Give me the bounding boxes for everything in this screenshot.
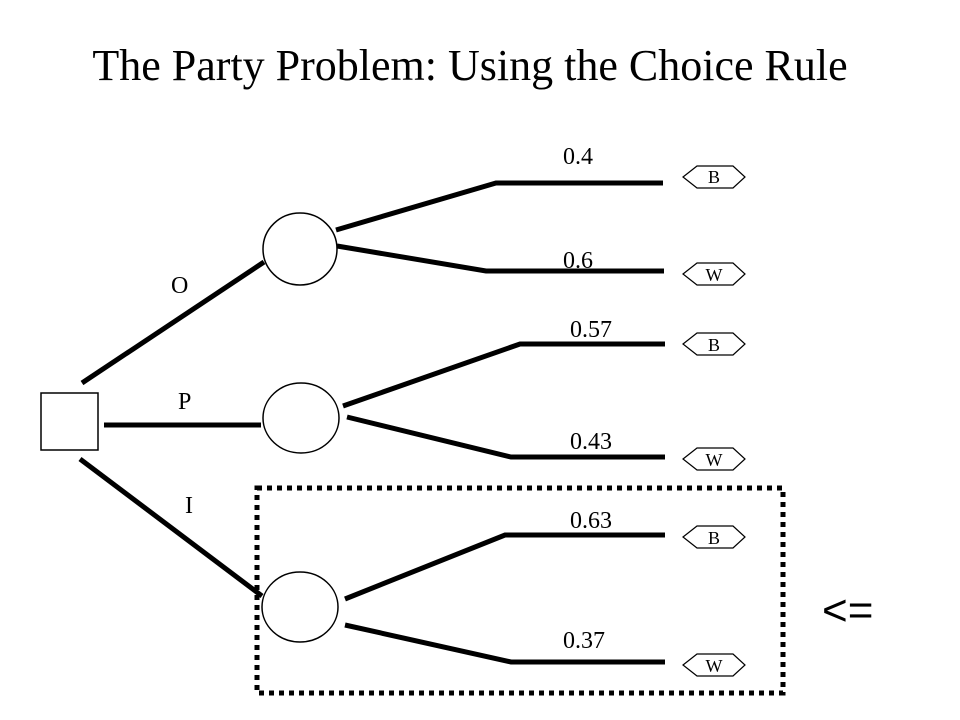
branch-o-w bbox=[336, 243, 664, 274]
slide-title: The Party Problem: Using the Choice Rule bbox=[92, 41, 847, 90]
leaf-p-w: W bbox=[682, 447, 746, 471]
probability-i-b: 0.63 bbox=[570, 508, 612, 534]
branch-o bbox=[80, 259, 266, 386]
alternative-label-i: I bbox=[185, 493, 193, 519]
branch-o-b bbox=[335, 180, 663, 233]
probability-p-w: 0.43 bbox=[570, 429, 612, 455]
leaf-label-o-w: W bbox=[706, 265, 723, 285]
chance-node-i bbox=[261, 571, 339, 643]
branch-i bbox=[78, 457, 264, 598]
leaf-label-p-w: W bbox=[706, 450, 723, 470]
branch-i-w bbox=[344, 622, 665, 665]
branch-p-b bbox=[342, 341, 665, 409]
branch-p-w bbox=[346, 414, 665, 460]
chance-node-o bbox=[262, 212, 338, 286]
leaf-label-i-w: W bbox=[706, 656, 723, 676]
decision-node bbox=[40, 392, 99, 451]
choice-arrow: <= bbox=[822, 586, 873, 635]
leaf-i-b: B bbox=[682, 525, 746, 549]
probability-i-w: 0.37 bbox=[563, 628, 605, 654]
choice-highlight-box bbox=[254, 485, 786, 696]
probability-p-b: 0.57 bbox=[570, 317, 612, 343]
probability-o-b: 0.4 bbox=[563, 144, 593, 170]
chance-node-p bbox=[262, 382, 340, 454]
alternative-label-o: O bbox=[171, 273, 188, 299]
leaf-label-p-b: B bbox=[708, 335, 720, 355]
branch-i-b bbox=[344, 532, 665, 602]
leaf-o-b: B bbox=[682, 165, 746, 189]
leaf-i-w: W bbox=[682, 653, 746, 677]
leaf-label-o-b: B bbox=[708, 167, 720, 187]
leaf-label-i-b: B bbox=[708, 528, 720, 548]
leaf-p-b: B bbox=[682, 332, 746, 356]
alternative-label-p: P bbox=[178, 389, 191, 415]
probability-o-w: 0.6 bbox=[563, 248, 593, 274]
leaf-o-w: W bbox=[682, 262, 746, 286]
